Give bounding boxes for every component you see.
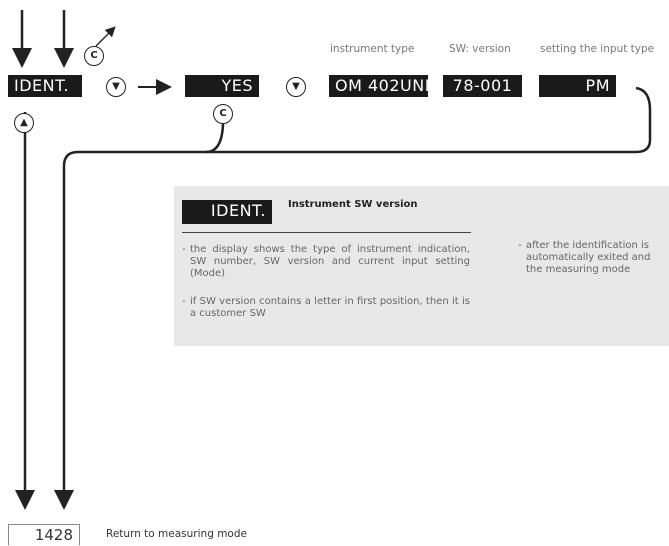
panel-title: Instrument SW version — [288, 199, 418, 210]
enter-button-yes[interactable]: C — [213, 104, 233, 124]
caption-sw-version: SW: version — [449, 43, 511, 55]
down-button-2[interactable]: ▼ — [286, 77, 306, 97]
caption-input-type: setting the input type — [540, 43, 655, 55]
yes-exit-path — [205, 123, 225, 154]
note-left-2: -if SW version contains a letter in firs… — [182, 296, 470, 319]
display-instrument-type: OM 402UNI — [329, 75, 429, 97]
display-yes: YES — [185, 75, 259, 97]
down-button-1[interactable]: ▼ — [106, 77, 126, 97]
display-ident: IDENT. — [8, 75, 82, 97]
panel-divider — [182, 232, 471, 233]
up-button[interactable]: ▲ — [14, 113, 34, 133]
display-input-type: PM — [539, 75, 616, 97]
diagonal-arrow — [95, 26, 116, 47]
note-left-1: -the display shows the type of instrumen… — [182, 244, 470, 279]
display-sw-version: 78-001 — [443, 75, 522, 97]
note-right-1: -after the identification is automatical… — [518, 240, 651, 275]
caption-instrument-type: instrument type — [330, 43, 415, 55]
footer-return-text: Return to measuring mode — [106, 528, 247, 540]
panel-display-ident: IDENT. — [182, 200, 272, 224]
page-number: 1428 — [8, 524, 80, 545]
pm-return-path — [54, 86, 652, 510]
enter-button-top[interactable]: C — [84, 46, 104, 66]
